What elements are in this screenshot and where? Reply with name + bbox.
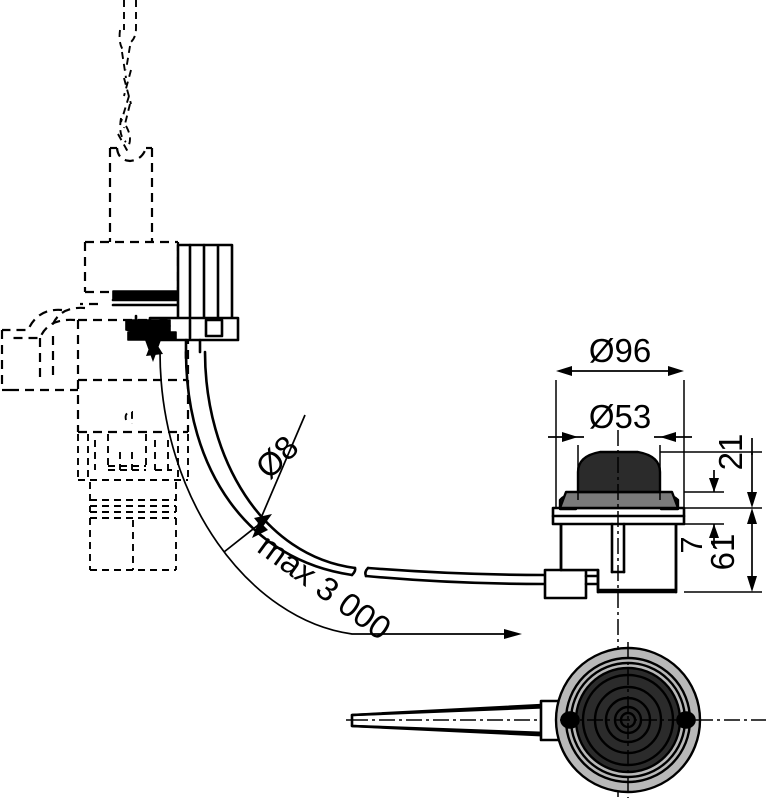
chain-guide-housing	[108, 146, 154, 242]
dimension-dia-8: Ø8	[223, 414, 306, 553]
dimension-label-61: 61	[704, 534, 741, 571]
control-head	[125, 243, 240, 342]
flexible-hose	[184, 350, 547, 586]
dimension-label-dia8: Ø8	[248, 428, 305, 485]
dimension-label-max3000: max 3 000	[252, 526, 398, 647]
dimension-21: 21	[660, 434, 762, 509]
tail-pipe	[89, 482, 177, 571]
plan-view-group	[346, 642, 766, 798]
dimension-max-3000: max 3 000	[146, 338, 522, 647]
dimension-label-7: 7	[674, 536, 709, 553]
dimension-dia-96: Ø96	[555, 332, 685, 508]
sealing-plate	[111, 290, 180, 307]
dimension-label-21: 21	[712, 434, 749, 471]
dimension-dia-53: Ø53	[548, 398, 692, 500]
dimension-61: 61	[684, 508, 762, 593]
dimension-label-dia96: Ø96	[589, 332, 651, 369]
overflow-assembly-group	[0, 0, 240, 571]
dimension-label-dia53: Ø53	[589, 398, 651, 435]
thread-nut-detail	[77, 411, 189, 481]
dimension-7: 7	[674, 470, 724, 554]
pull-chain	[117, 0, 137, 153]
overflow-upper-body	[83, 240, 180, 294]
